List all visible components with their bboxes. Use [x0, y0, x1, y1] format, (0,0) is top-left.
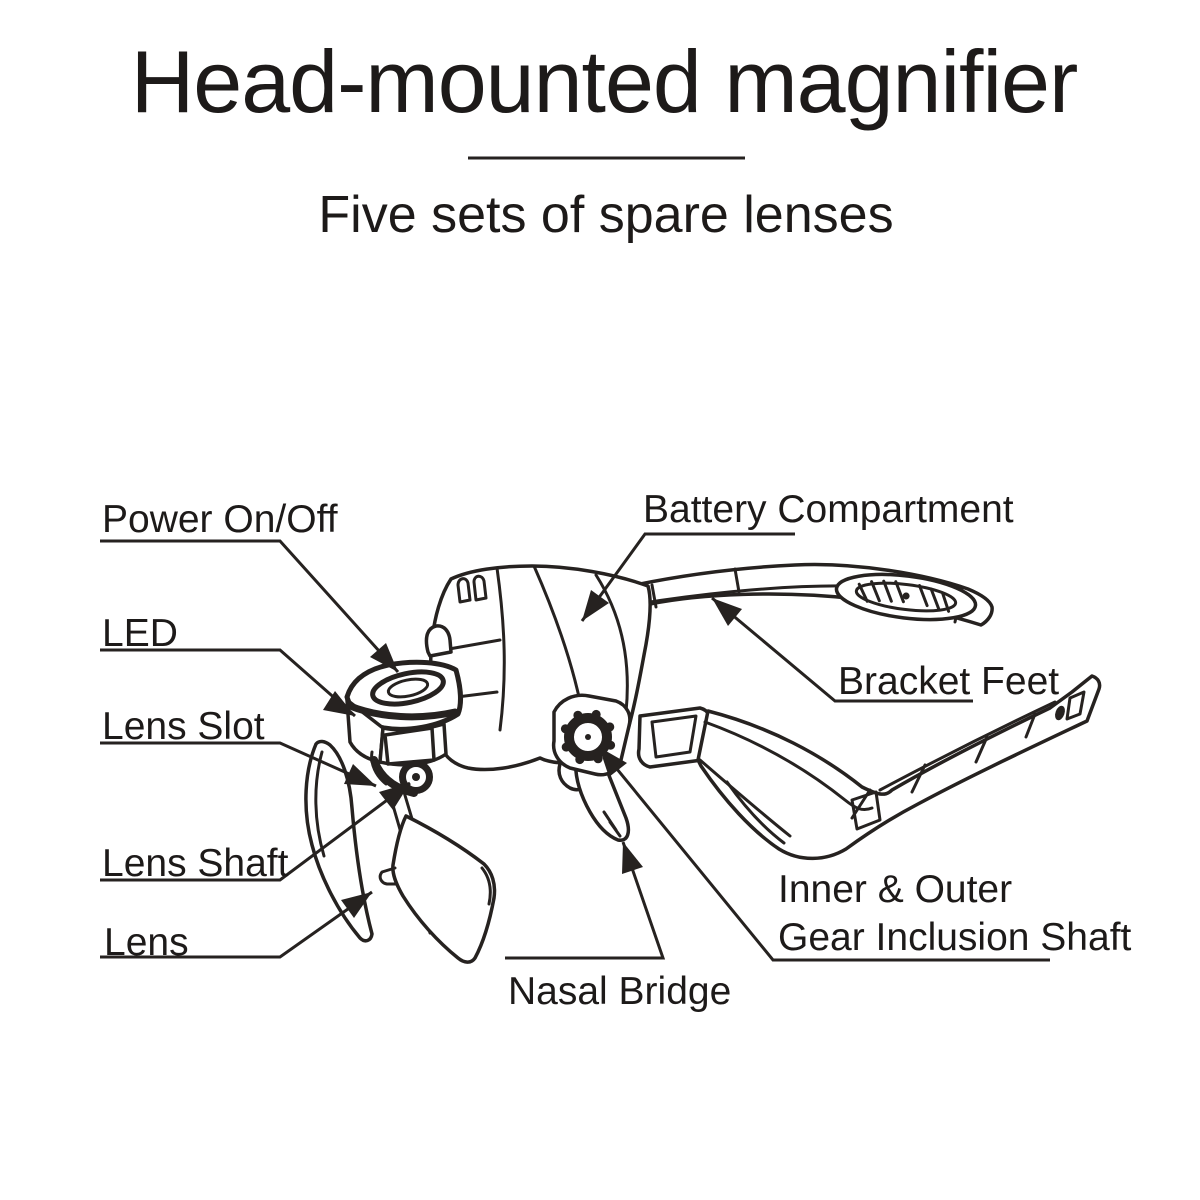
power-button: [424, 624, 453, 658]
leader-nasal-bridge: [505, 841, 666, 960]
lens-paddles: [304, 739, 497, 964]
arrowhead-nasal-bridge: [622, 842, 643, 874]
leader-lines: [100, 532, 1050, 962]
arrowhead-gear-shaft: [599, 747, 627, 777]
arrowhead-power: [370, 643, 398, 672]
arm-tip-dot: [1055, 705, 1065, 721]
rear-lens: [304, 739, 374, 943]
leader-led: [100, 648, 356, 718]
leader-lens-slot: [100, 741, 377, 788]
label-lens-shaft: Lens Shaft: [102, 842, 289, 885]
label-led: LED: [102, 612, 178, 655]
callout-labels: Power On/Off LED Lens Slot Lens Shaft Le…: [102, 488, 1132, 1013]
headband-top-band: [593, 562, 994, 627]
leader-bracket-feet: [711, 596, 973, 703]
arrowhead-battery: [582, 590, 609, 621]
arrowhead-bracket-feet: [712, 598, 742, 626]
leader-battery: [580, 532, 795, 622]
lens-slot-hinge: [370, 726, 436, 797]
leader-power: [100, 539, 400, 674]
leader-gear-shaft: [597, 746, 1050, 962]
label-lens: Lens: [104, 921, 189, 964]
front-lens: [391, 814, 497, 964]
arrowhead-led: [323, 691, 355, 716]
grip-pad: [834, 572, 978, 622]
arrowhead-lens-shaft: [379, 783, 410, 810]
label-power: Power On/Off: [102, 498, 338, 541]
label-bracket-feet: Bracket Feet: [838, 660, 1059, 703]
leader-lens-shaft: [100, 781, 411, 882]
label-gear-shaft-line1: Inner & Outer: [778, 868, 1012, 911]
label-battery: Battery Compartment: [643, 488, 1014, 531]
leader-lens: [100, 890, 373, 959]
led-lens: [370, 669, 446, 707]
device-illustration: [304, 562, 1102, 964]
page-subtitle: Five sets of spare lenses: [318, 186, 893, 244]
label-nasal-bridge: Nasal Bridge: [508, 970, 731, 1013]
page-title: Head-mounted magnifier: [131, 32, 1078, 131]
arrowheads: [323, 590, 742, 918]
arrowhead-lens: [341, 892, 372, 918]
temple-arm: [636, 674, 1102, 861]
arrowhead-lens-slot: [344, 764, 376, 786]
label-lens-slot: Lens Slot: [102, 705, 265, 748]
label-gear-shaft-line2: Gear Inclusion Shaft: [778, 916, 1132, 959]
